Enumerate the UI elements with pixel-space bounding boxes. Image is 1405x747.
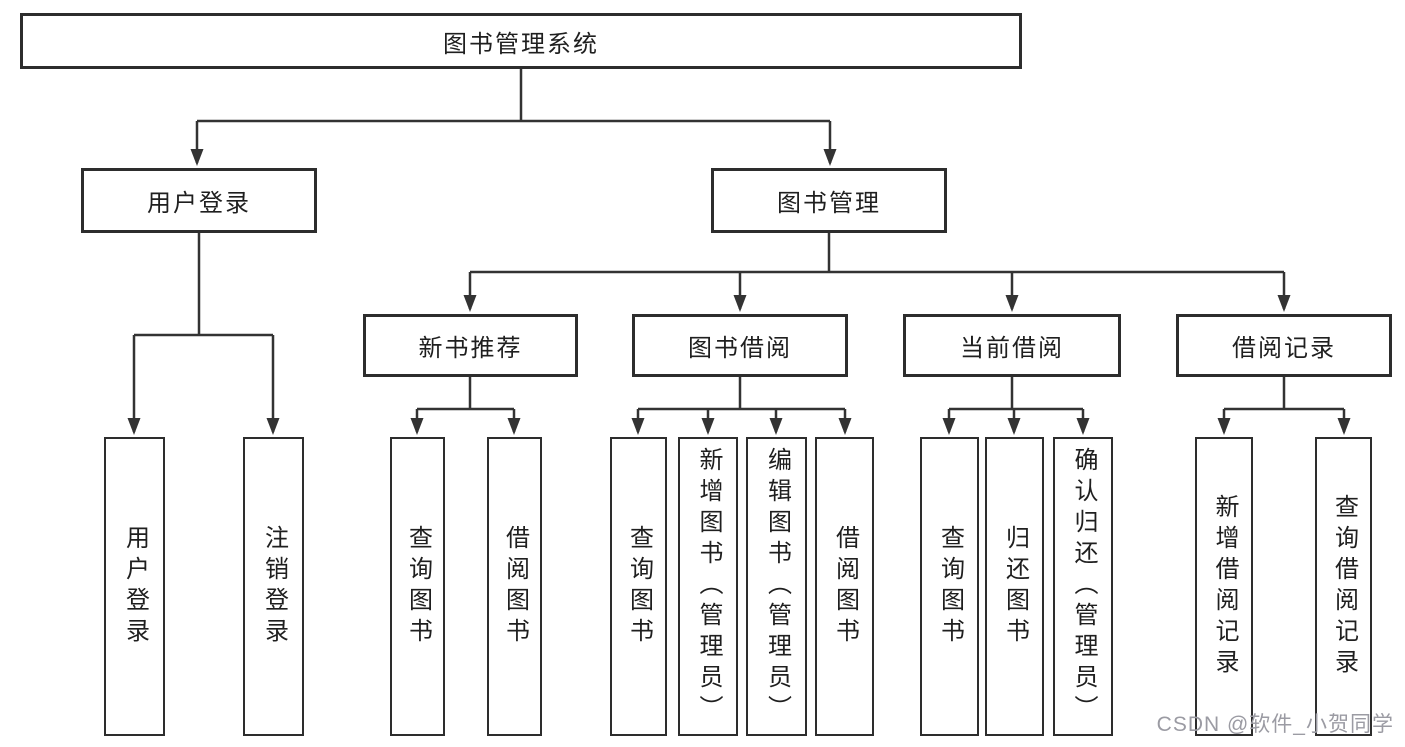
- leaf-add-books-admin: 新增图书（管理员）: [678, 437, 738, 736]
- node-root: 图书管理系统: [20, 13, 1022, 69]
- leaf-query-books-borrowing: 查询图书: [610, 437, 667, 736]
- node-borrow-records: 借阅记录: [1176, 314, 1392, 377]
- leaf-add-borrow-record: 新增借阅记录: [1195, 437, 1253, 736]
- leaf-query-books-recommend: 查询图书: [390, 437, 445, 736]
- leaf-borrow-books-recommend: 借阅图书: [487, 437, 542, 736]
- watermark: CSDN @软件_小贺同学: [1156, 713, 1394, 736]
- leaf-query-books-current: 查询图书: [920, 437, 979, 736]
- leaf-confirm-return-admin: 确认归还（管理员）: [1053, 437, 1113, 736]
- leaf-borrow-books: 借阅图书: [815, 437, 874, 736]
- leaf-return-books: 归还图书: [985, 437, 1044, 736]
- node-current-borrowing: 当前借阅: [903, 314, 1121, 377]
- leaf-user-login: 用户登录: [104, 437, 165, 736]
- node-new-book-recommend: 新书推荐: [363, 314, 578, 377]
- leaf-edit-books-admin: 编辑图书（管理员）: [746, 437, 807, 736]
- node-user-login: 用户登录: [81, 168, 317, 233]
- leaf-logout: 注销登录: [243, 437, 304, 736]
- node-book-borrowing: 图书借阅: [632, 314, 848, 377]
- node-book-management: 图书管理: [711, 168, 947, 233]
- connector-trunks: [134, 68, 1344, 411]
- leaf-query-borrow-record: 查询借阅记录: [1315, 437, 1372, 736]
